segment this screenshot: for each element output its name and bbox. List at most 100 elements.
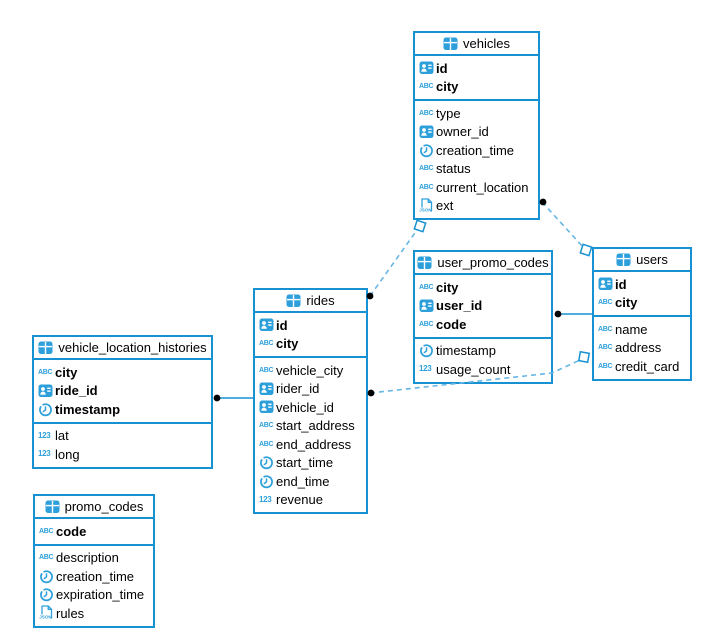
column-name: city	[55, 364, 78, 380]
column-type-icon-wrap: ABC	[39, 554, 56, 561]
table-icon	[616, 253, 631, 266]
column-row[interactable]: expiration_time	[35, 586, 153, 605]
column-row[interactable]: vehicle_id	[255, 398, 366, 417]
uuid-icon	[598, 277, 613, 291]
column-name: start_address	[276, 418, 355, 434]
relationship-line	[369, 229, 418, 297]
json-icon: JSON	[39, 605, 52, 620]
column-row[interactable]: JSON ext	[415, 197, 538, 216]
column-row[interactable]: JSON rules	[35, 604, 153, 623]
column-row[interactable]: timestamp	[34, 400, 211, 419]
column-name: owner_id	[436, 124, 489, 140]
text-type-icon: ABC	[598, 344, 613, 352]
column-name: id	[276, 317, 288, 333]
column-row[interactable]: start_time	[255, 454, 366, 473]
timestamp-icon	[39, 403, 52, 417]
column-type-icon-wrap: ABC	[419, 184, 436, 191]
column-name: expiration_time	[56, 587, 145, 603]
column-name: city	[276, 336, 299, 352]
column-type-icon-wrap: ABC	[419, 284, 436, 291]
number-type-icon: 123	[38, 449, 51, 459]
column-row[interactable]: rider_id	[255, 380, 366, 399]
table-icon	[443, 37, 458, 50]
table-icon	[38, 341, 53, 354]
relationship-vehicles-to-users[interactable]	[539, 198, 593, 257]
table-icon-wrap	[616, 253, 631, 267]
column-type-icon-wrap: 123	[38, 450, 55, 458]
table-header[interactable]: rides	[255, 290, 366, 313]
table-header[interactable]: promo_codes	[35, 496, 153, 519]
column-name: city	[615, 295, 638, 311]
relationship-line	[541, 201, 584, 248]
relationship-user_promo_codes-to-users[interactable]	[554, 310, 592, 318]
table-header[interactable]: vehicles	[415, 33, 538, 56]
table-header[interactable]: users	[594, 249, 690, 272]
column-type-icon-wrap	[39, 587, 56, 602]
column-name: ride_id	[55, 383, 98, 399]
column-name: timestamp	[436, 343, 496, 359]
table-icon-wrap	[45, 500, 60, 514]
column-type-icon-wrap	[38, 384, 55, 398]
column-row[interactable]: id	[255, 316, 366, 335]
column-name: rules	[56, 605, 85, 621]
column-type-icon-wrap	[259, 382, 276, 396]
column-row[interactable]: ride_id	[34, 382, 211, 401]
column-type-icon-wrap: ABC	[598, 363, 615, 370]
column-row[interactable]: id	[594, 275, 690, 294]
column-row[interactable]: id	[415, 59, 538, 78]
column-row[interactable]: creation_time	[415, 141, 538, 160]
text-type-icon: ABC	[598, 362, 613, 370]
column-name: status	[436, 161, 471, 177]
table-header[interactable]: user_promo_codes	[415, 252, 551, 275]
column-type-icon-wrap: 123	[259, 495, 276, 504]
column-row[interactable]: user_id	[415, 297, 551, 316]
column-name: lat	[55, 428, 69, 444]
text-type-icon: ABC	[419, 83, 434, 91]
column-name: end_address	[276, 436, 352, 452]
column-row[interactable]: end_time	[255, 472, 366, 491]
column-row[interactable]: creation_time	[35, 567, 153, 586]
column-name: address	[615, 340, 662, 356]
table-title: promo_codes	[64, 499, 144, 514]
column-name: ext	[436, 198, 454, 214]
svg-text:JSON: JSON	[419, 207, 432, 212]
column-name: description	[56, 550, 119, 566]
column-type-icon-wrap: ABC	[598, 299, 615, 306]
column-row[interactable]: timestamp	[415, 342, 551, 361]
relationship-vehicle_location_histories-to-rides[interactable]	[213, 394, 253, 402]
text-type-icon: ABC	[419, 183, 434, 191]
column-row[interactable]: owner_id	[415, 123, 538, 142]
table-header[interactable]: vehicle_location_histories	[34, 337, 211, 360]
